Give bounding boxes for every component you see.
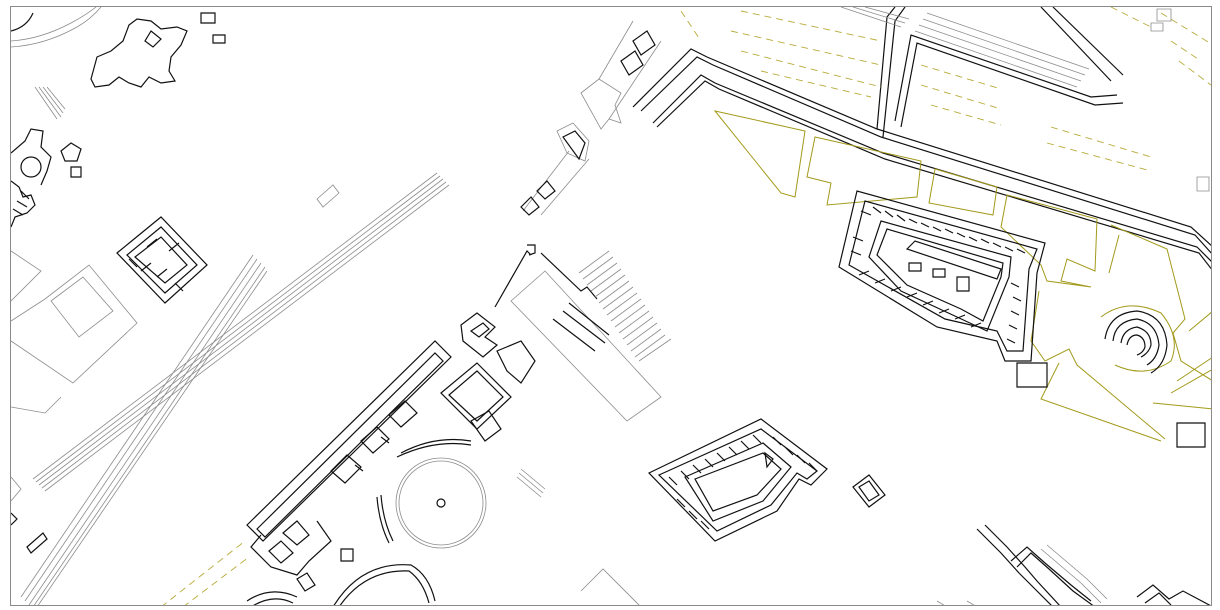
round-temple <box>340 438 546 562</box>
small-square-building <box>116 216 208 304</box>
map-frame <box>10 6 1212 606</box>
top-right-road-edges <box>632 7 1211 270</box>
yellow-landscape-plots <box>713 110 1211 442</box>
central-walkway <box>520 20 662 216</box>
top-left-curved-wall <box>11 7 102 48</box>
left-circular-ruin <box>11 128 82 228</box>
left-gray-rectangles <box>11 184 340 502</box>
bottom-right-fragments <box>580 524 1211 605</box>
lower-middle-cell-block <box>647 418 886 542</box>
right-large-cell-block <box>838 190 1206 448</box>
lower-left-cell-block <box>246 340 452 576</box>
top-right-small-ruins <box>1150 8 1210 192</box>
striped-hatched-area <box>578 250 672 362</box>
left-stair-lines <box>34 86 66 120</box>
diagonal-track-lines <box>20 172 450 605</box>
site-plan-canvas <box>11 7 1211 605</box>
top-right-dashed-paths <box>680 7 1211 172</box>
bottom-arcs <box>162 540 436 605</box>
left-small-marks <box>11 512 48 554</box>
top-left-ruin-outline <box>90 12 226 88</box>
concentric-ruin <box>1104 310 1168 374</box>
central-complex <box>440 244 662 442</box>
